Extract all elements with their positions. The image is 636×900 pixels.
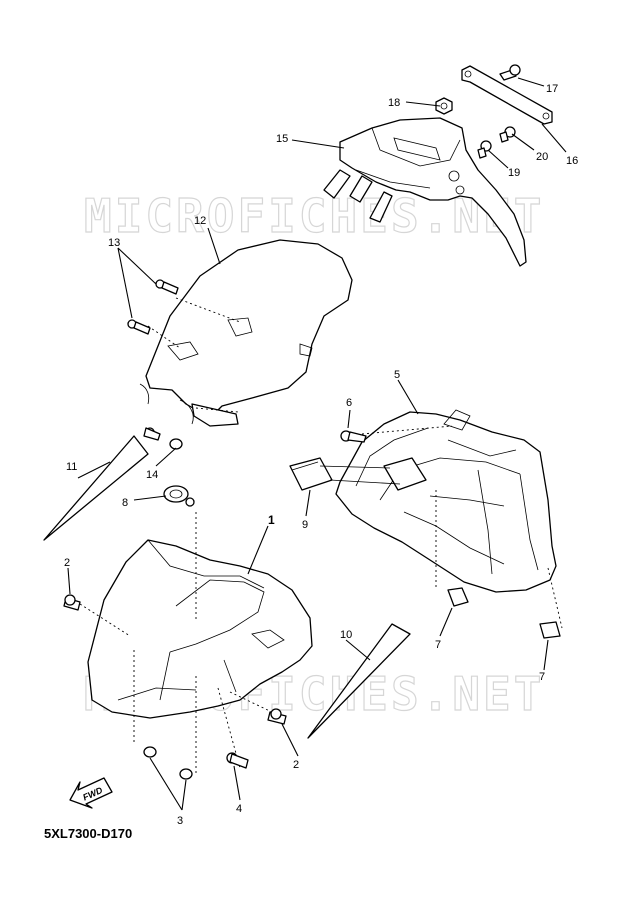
part-6-bolt — [340, 430, 367, 443]
callout-2a: 2 — [64, 557, 70, 569]
leader-lines — [67, 77, 567, 811]
part-5-inner-housing — [335, 409, 563, 629]
fwd-arrow: FWD — [69, 777, 113, 809]
part-19-bolt — [477, 140, 492, 159]
part-17-bolt — [499, 64, 521, 81]
callout-16: 16 — [566, 155, 578, 167]
callout-11: 11 — [66, 461, 77, 473]
callout-12: 12 — [194, 215, 206, 227]
callout-7b: 7 — [539, 671, 545, 683]
callout-19: 19 — [508, 167, 520, 179]
part-12-fender — [139, 239, 353, 427]
part-18-nut — [435, 97, 453, 115]
callout-4: 4 — [236, 803, 242, 815]
part-8-clamp — [163, 485, 195, 507]
part-15-rear-flap — [323, 117, 527, 267]
watermark-top: MICROFICHES.NET — [84, 189, 544, 243]
callout-labels: 1 2 2 3 4 5 6 7 7 8 9 10 11 12 13 14 15 … — [64, 83, 578, 827]
callout-20: 20 — [536, 151, 548, 163]
callout-8: 8 — [122, 497, 128, 509]
part-2-bolts — [63, 594, 287, 725]
callout-5: 5 — [394, 369, 400, 381]
diagram-code: 5XL7300-D170 — [44, 826, 132, 841]
part-14-bolt — [143, 427, 183, 450]
part-7-clips — [447, 587, 561, 639]
callout-17: 17 — [546, 83, 558, 95]
callout-10: 10 — [340, 629, 352, 641]
part-11-strip — [43, 435, 149, 541]
part-1-front-fender — [79, 512, 313, 774]
part-4-bolt — [226, 752, 249, 769]
part-9-clip — [289, 457, 427, 491]
callout-14: 14 — [146, 469, 158, 481]
callout-1: 1 — [268, 513, 275, 527]
part-10-strip — [307, 623, 411, 739]
part-3-nuts — [143, 746, 193, 780]
callout-9: 9 — [302, 519, 308, 531]
callout-15: 15 — [276, 133, 288, 145]
callout-6: 6 — [346, 397, 352, 409]
part-16-bracket — [461, 65, 553, 125]
callout-3: 3 — [177, 815, 183, 827]
callout-13: 13 — [108, 237, 120, 249]
callout-2b: 2 — [293, 759, 299, 771]
callout-18: 18 — [388, 97, 400, 109]
callout-7a: 7 — [435, 639, 441, 651]
